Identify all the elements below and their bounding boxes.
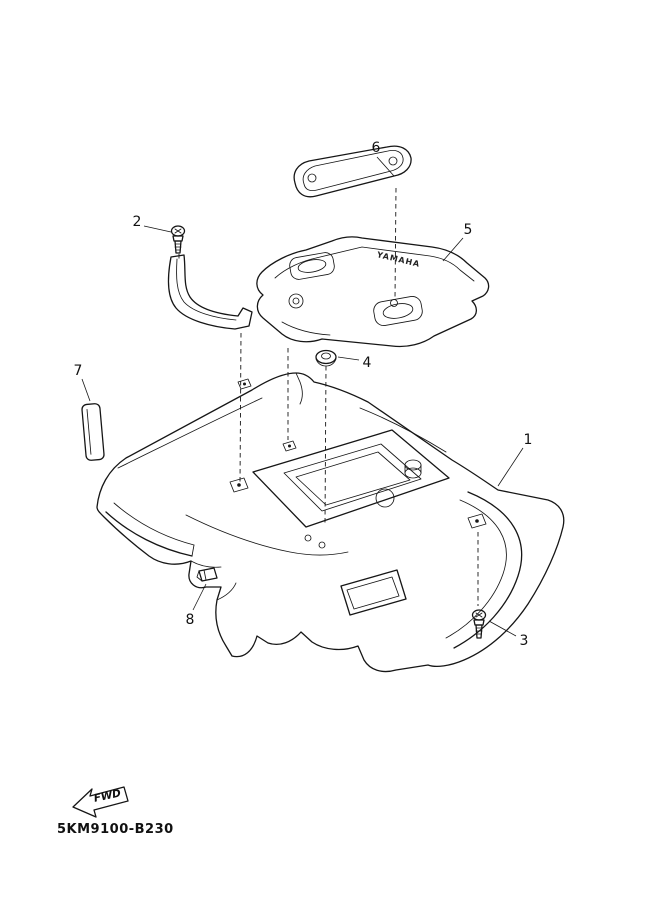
callout-1: 1 xyxy=(497,432,533,487)
callouts: 6 2 5 4 7 1 3 8 xyxy=(74,140,533,649)
fwd-label: FWD xyxy=(93,787,123,805)
svg-text:8: 8 xyxy=(186,612,195,628)
callout-4: 4 xyxy=(337,355,372,371)
clip-part-8 xyxy=(196,567,218,582)
rear-fender-part-1 xyxy=(96,372,565,673)
callout-8: 8 xyxy=(186,583,207,628)
callout-6: 6 xyxy=(372,140,395,177)
callout-2: 2 xyxy=(133,214,172,233)
svg-text:5: 5 xyxy=(464,222,473,238)
grommet-part-4 xyxy=(315,349,337,367)
assembly-dashed-lines xyxy=(178,187,479,606)
cover-part-5: YAMAHA xyxy=(256,236,490,348)
svg-text:3: 3 xyxy=(520,633,529,649)
callout-5: 5 xyxy=(442,222,473,262)
stay-bracket-part-2 xyxy=(167,254,253,330)
brand-label: YAMAHA xyxy=(375,250,421,269)
screw-part-3 xyxy=(471,609,487,639)
svg-text:7: 7 xyxy=(74,363,83,379)
callout-7: 7 xyxy=(74,363,91,402)
screw-part-2 xyxy=(170,225,186,254)
svg-text:1: 1 xyxy=(524,432,533,448)
svg-text:2: 2 xyxy=(133,214,142,230)
fwd-direction-arrow: FWD xyxy=(72,786,129,818)
stay-strip-part-6 xyxy=(293,145,412,198)
callout-3: 3 xyxy=(488,620,529,649)
pad-part-7 xyxy=(81,403,105,461)
svg-text:4: 4 xyxy=(363,355,372,371)
svg-text:6: 6 xyxy=(372,140,381,156)
part-code: 5KM9100-B230 xyxy=(57,822,174,837)
